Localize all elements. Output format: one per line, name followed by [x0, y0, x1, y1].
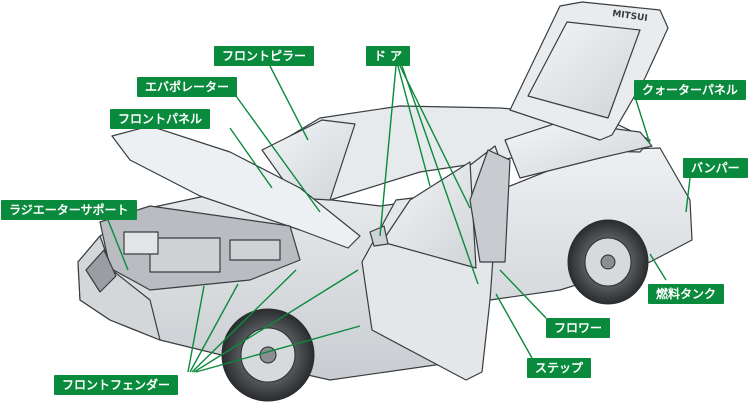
label-floor: フロワー	[546, 318, 611, 338]
label-bumper: バンパー	[683, 158, 748, 178]
label-front-panel: フロントパネル	[110, 109, 211, 129]
label-fuel-tank: 燃料タンク	[648, 284, 725, 304]
mirror-shape	[369, 225, 389, 247]
emblem-text: MITSUI	[612, 9, 649, 24]
front-wheel	[221, 308, 315, 402]
grille-shape	[85, 249, 117, 293]
label-evaporator: エバポレーター	[137, 77, 238, 97]
seat-shape	[469, 149, 511, 263]
tailgate-glass-shape	[527, 21, 641, 119]
leader-lines	[107, 65, 691, 373]
label-step: ステップ	[527, 358, 592, 378]
air-filter-shape	[229, 239, 281, 261]
door-window-shape	[381, 161, 477, 269]
engine-block-shape	[149, 237, 221, 273]
label-radiator-support: ラジエーターサポート	[1, 200, 137, 220]
label-front-pillar: フロントピラー	[214, 46, 315, 66]
battery-shape	[123, 231, 159, 255]
hood-shape	[111, 125, 361, 249]
label-quarter-panel: クォーターパネル	[634, 80, 746, 100]
label-front-fender: フロントフェンダー	[54, 375, 179, 395]
rear-wheel	[567, 219, 649, 305]
label-door: ド ア	[366, 46, 411, 66]
